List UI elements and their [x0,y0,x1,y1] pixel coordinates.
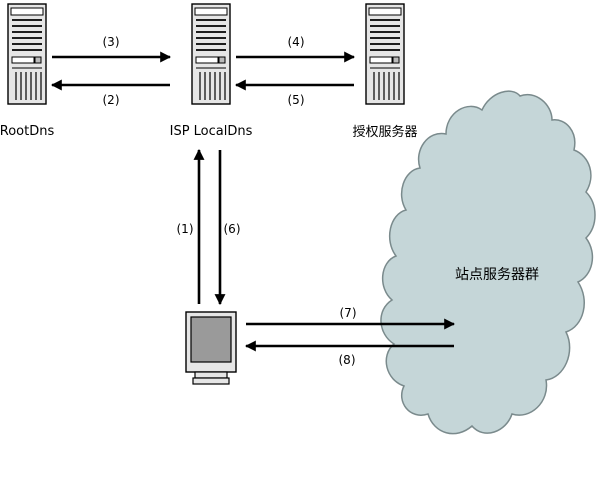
edge-8: (8) [244,340,454,367]
client-computer [185,311,237,385]
edge-label-3: (3) [103,35,120,49]
server-icon [7,3,47,105]
cloud-icon [380,90,596,435]
edge-label-1: (1) [177,222,194,236]
server-icon [365,3,405,105]
site-servers-label: 站点服务器群 [455,267,539,283]
server-icon [191,3,231,105]
isp-local-dns-label: ISP LocalDns [170,124,253,139]
edge-1: (1) [177,148,205,304]
edge-3: (3) [52,35,172,63]
authoritative-server-label: 授权服务器 [352,124,417,140]
edge-5: (5) [234,79,354,107]
edge-7: (7) [246,306,456,330]
edge-2: (2) [50,79,170,107]
edge-label-4: (4) [288,35,305,49]
edge-label-6: (6) [224,222,241,236]
edge-4: (4) [236,35,356,63]
site-servers-cloud: 站点服务器群 [380,90,596,435]
edge-label-8: (8) [339,353,356,367]
edge-label-5: (5) [288,93,305,107]
edge-label-7: (7) [340,306,357,320]
root-dns-node: RootDns [0,3,54,139]
isp-local-dns-node: ISP LocalDns [170,3,253,139]
authoritative-server-node: 授权服务器 [352,3,418,140]
edge-6: (6) [214,150,241,306]
monitor-icon [185,311,237,385]
edge-label-2: (2) [103,93,120,107]
root-dns-label: RootDns [0,124,54,139]
